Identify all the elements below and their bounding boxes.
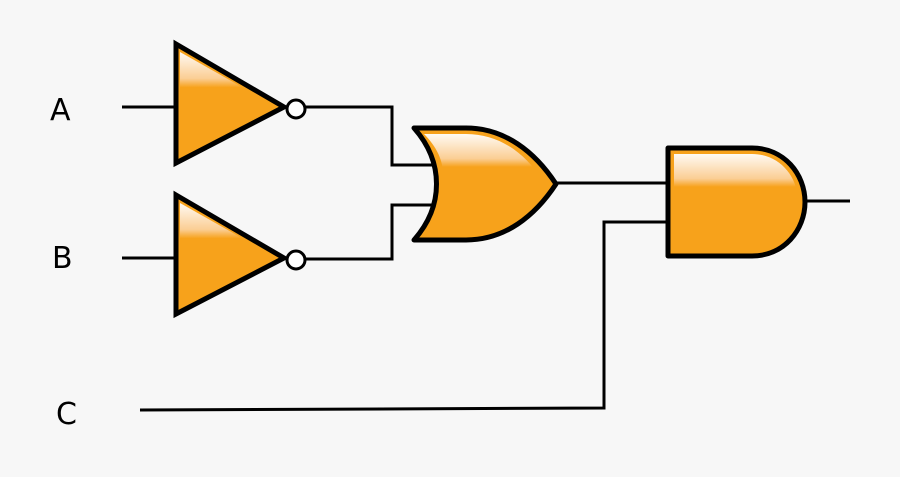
wires [122,105,850,412]
not-gate-a-bubble [285,98,307,120]
not-gate-a [173,39,307,168]
input-label-b: B [52,241,73,276]
wire-c-to-and [139,220,668,412]
wire-not-b-to-or [306,203,432,261]
input-label-a: A [50,93,71,128]
or-gate [411,125,559,243]
not-gate-b [173,190,307,319]
input-label-c: C [56,397,77,432]
not-gate-b-bubble [285,249,307,271]
and-gate [665,145,808,259]
wire-not-a-to-or [306,105,432,167]
